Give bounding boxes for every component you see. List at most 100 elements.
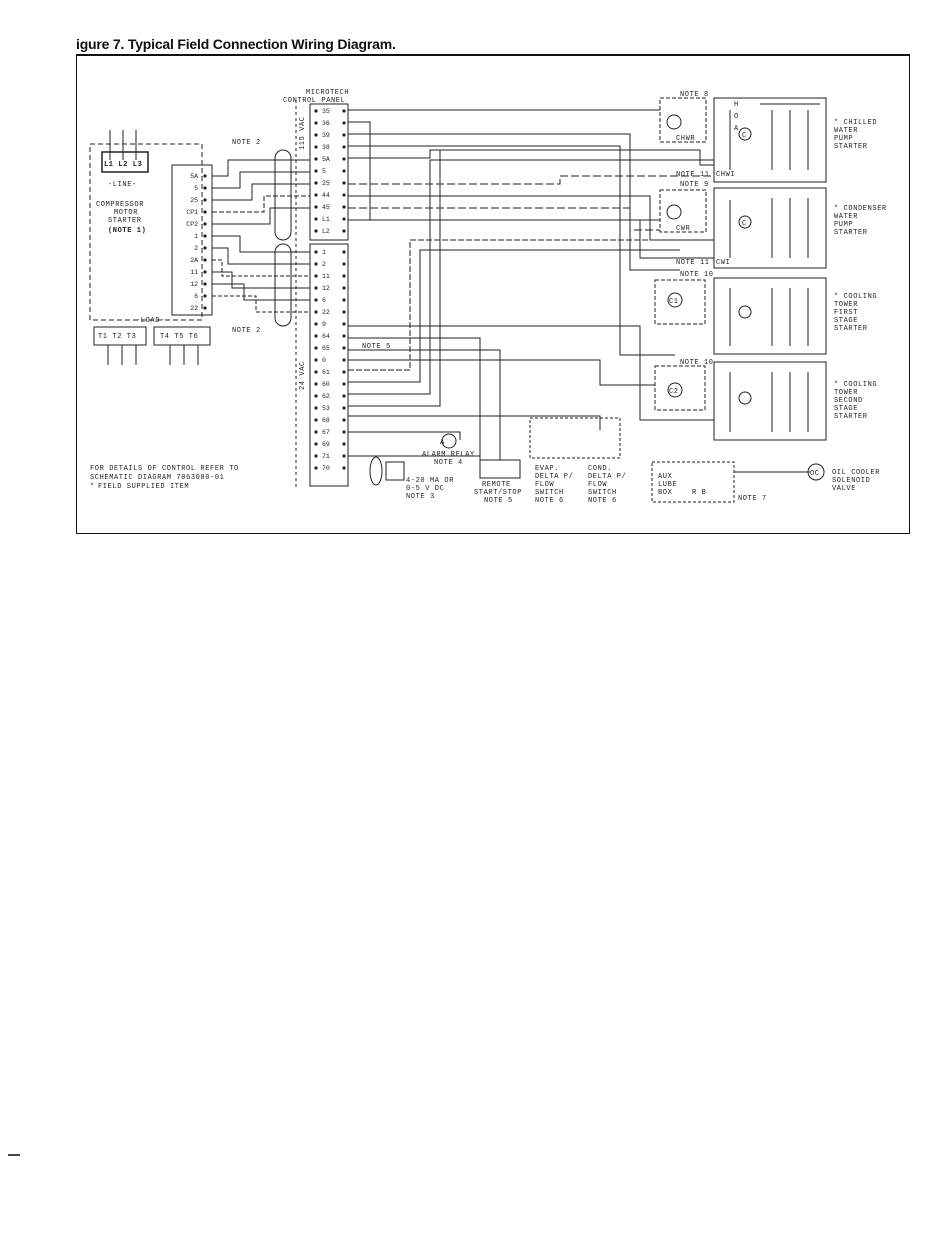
- panel-terminal-38: 38: [322, 144, 330, 151]
- panel-terminal-dot: [342, 169, 346, 173]
- panel-terminal-dot: [314, 466, 318, 470]
- cond-line1: COND.: [588, 465, 612, 473]
- cable-bundle-upper: [274, 149, 292, 241]
- panel-terminal-12: 12: [322, 285, 330, 292]
- oil-line2: SOLENOID: [832, 477, 870, 485]
- panel-terminal-dot: [342, 394, 346, 398]
- panel-terminal-2: 2: [322, 261, 326, 268]
- panel-terminal-1: 1: [322, 249, 326, 256]
- pump-starter-label-2-3: STAGE: [834, 317, 858, 325]
- oil-line3: VALVE: [832, 485, 856, 493]
- microtech-terminal-strip: [295, 100, 349, 490]
- contactor-c1: C1: [669, 298, 679, 306]
- panel-terminal-dot: [342, 205, 346, 209]
- panel-terminal-dot: [342, 406, 346, 410]
- starter-terminal-1: 1: [194, 233, 198, 240]
- panel-terminal-36: 36: [322, 120, 330, 127]
- panel-terminal-dot: [342, 145, 346, 149]
- cond-line3: FLOW: [588, 481, 607, 489]
- note10a-label: NOTE 10: [680, 271, 714, 279]
- panel-terminal-22: 22: [322, 309, 330, 316]
- hoa-a-1: A: [734, 125, 739, 133]
- panel-terminal-dot: [314, 418, 318, 422]
- pump-starter-label-3-0: * COOLING: [834, 381, 877, 389]
- panel-terminal-dot: [314, 310, 318, 314]
- panel-terminal-25: 25: [322, 180, 330, 187]
- panel-terminal-dot: [342, 193, 346, 197]
- panel-terminal-11: 11: [322, 273, 330, 280]
- remote-line2: START/STOP: [474, 489, 522, 497]
- panel-terminal-dot: [342, 346, 346, 350]
- starter-load-label: -LOAD-: [136, 317, 165, 325]
- panel-terminal-dot: [314, 346, 318, 350]
- starter-panel-wires: [212, 159, 310, 313]
- starter-terminal-dot: [203, 186, 207, 190]
- panel-terminal-60: 60: [322, 381, 330, 388]
- note5-label: NOTE 5: [362, 343, 391, 351]
- panel-terminal-dot: [314, 133, 318, 137]
- panel-terminal-dot: [314, 121, 318, 125]
- panel-terminal-L1: L1: [322, 216, 330, 223]
- panel-starter-wires: [348, 109, 714, 460]
- panel-terminal-dot: [314, 262, 318, 266]
- load-terminals-b: T4 T5 T6: [160, 333, 198, 341]
- starter-terminal-dot: [203, 258, 207, 262]
- pump-starter-label-3-1: TOWER: [834, 389, 858, 397]
- footnote-line1: FOR DETAILS OF CONTROL REFER TO: [90, 465, 239, 473]
- vac-115-label: 115 VAC: [299, 116, 307, 150]
- cond-line4: SWITCH: [588, 489, 617, 497]
- panel-terminal-dot: [342, 157, 346, 161]
- panel-terminal-5: 5: [322, 168, 326, 175]
- pump-starter-label-3-2: SECOND: [834, 397, 863, 405]
- cond-line2: DELTA P/: [588, 473, 626, 481]
- remote-line1: REMOTE: [482, 481, 511, 489]
- panel-terminal-dot: [342, 382, 346, 386]
- panel-terminal-70: 70: [322, 465, 330, 472]
- panel-terminal-68: 68: [322, 417, 330, 424]
- aux-line2: LUBE: [658, 481, 677, 489]
- panel-terminal-dot: [314, 145, 318, 149]
- pump-starter-label-1-0: * CONDENSER: [834, 205, 887, 213]
- starter-terminal-dot: [203, 210, 207, 214]
- chwr-label: CHWR: [676, 135, 695, 143]
- oil-line1: OIL COOLER: [832, 469, 880, 477]
- note10b-label: NOTE 10: [680, 359, 714, 367]
- panel-terminal-71: 71: [322, 453, 330, 460]
- panel-terminal-6: 6: [322, 297, 326, 304]
- panel-terminal-dot: [314, 454, 318, 458]
- panel-terminal-dot: [314, 193, 318, 197]
- pump-starter-label-0-2: PUMP: [834, 135, 853, 143]
- pump-starter-label-2-4: STARTER: [834, 325, 868, 333]
- panel-terminal-dot: [342, 358, 346, 362]
- field-devices: [348, 417, 825, 503]
- starter-terminal-12: 12: [190, 281, 198, 288]
- starter-title-line3: STARTER: [108, 217, 142, 225]
- panel-terminal-dot: [314, 406, 318, 410]
- starter-line-terminals: L1 L2 L3: [104, 161, 142, 169]
- pump-starter-label-2-0: * COOLING: [834, 293, 877, 301]
- panel-terminal-69: 69: [322, 441, 330, 448]
- cable-bundle-lower: [274, 243, 292, 327]
- panel-terminal-dot: [342, 442, 346, 446]
- panel-terminal-L2: L2: [322, 228, 330, 235]
- pump-starter-label-2-2: FIRST: [834, 309, 858, 317]
- panel-terminal-dot: [342, 466, 346, 470]
- panel-terminal-dot: [314, 286, 318, 290]
- aux-line1: AUX: [658, 473, 673, 481]
- starter-terminal-25: 25: [190, 197, 198, 204]
- compressor-starter: [89, 130, 213, 365]
- ma-line2: 0-5 V DC: [406, 485, 444, 493]
- footnote-line2: SCHEMATIC DIAGRAM 7063080-01: [90, 474, 224, 482]
- aux-note: NOTE 7: [738, 495, 767, 503]
- panel-terminal-dot: [314, 442, 318, 446]
- footnote-line3: FIELD SUPPLIED ITEM: [98, 483, 189, 491]
- panel-terminal-dot: [342, 334, 346, 338]
- panel-terminal-dot: [342, 181, 346, 185]
- hoa-h-1: H: [734, 101, 739, 109]
- panel-terminal-dot: [342, 262, 346, 266]
- evap-line1: EVAP.: [535, 465, 559, 473]
- panel-terminal-dot: [342, 274, 346, 278]
- evap-note: NOTE 6: [535, 497, 564, 505]
- pump-starter-label-1-1: WATER: [834, 213, 858, 221]
- panel-terminal-dot: [314, 298, 318, 302]
